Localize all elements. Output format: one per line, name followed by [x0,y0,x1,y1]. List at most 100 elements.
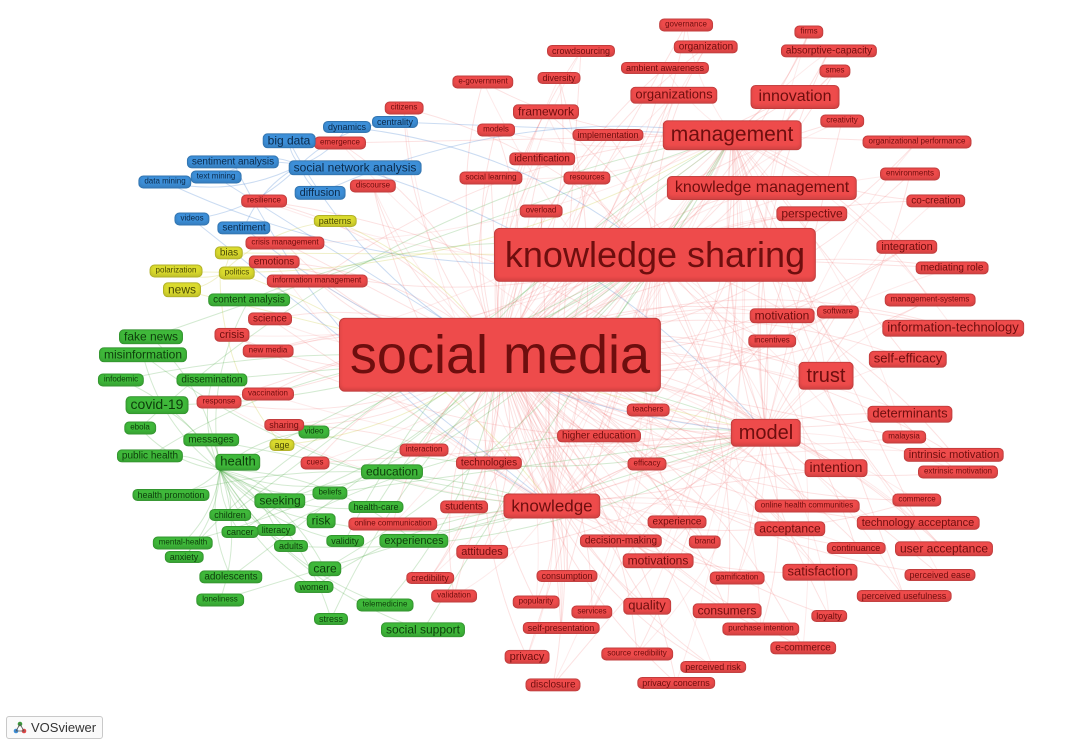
term-node[interactable]: popularity [512,595,560,609]
term-node[interactable]: health-care [348,500,404,514]
term-node[interactable]: efficacy [627,457,667,471]
term-node[interactable]: video [298,425,330,439]
term-node[interactable]: purchase intention [722,622,800,636]
term-node[interactable]: students [440,500,488,514]
term-node[interactable]: dissemination [176,373,248,387]
term-node[interactable]: gamification [709,571,765,585]
term-node[interactable]: mental-health [152,536,214,550]
term-node[interactable]: framework [512,104,580,120]
term-node[interactable]: text mining [190,170,242,184]
term-node[interactable]: perspective [776,206,848,222]
term-node[interactable]: ebola [124,421,156,435]
term-node[interactable]: management-systems [884,293,976,307]
term-node[interactable]: information management [266,274,368,288]
term-node[interactable]: privacy [504,649,550,665]
term-node[interactable]: sharing [264,418,304,432]
term-node[interactable]: higher education [557,429,641,443]
term-node[interactable]: experiences [379,533,449,549]
term-node[interactable]: integration [876,239,938,255]
term-node[interactable]: perceived risk [680,660,746,674]
term-node[interactable]: covid-19 [125,396,189,414]
term-node[interactable]: resilience [241,194,287,208]
term-node[interactable]: technologies [455,456,523,470]
term-node[interactable]: trust [798,361,854,391]
term-node[interactable]: emergence [313,136,367,150]
term-node[interactable]: health [215,453,261,471]
term-node[interactable]: self-presentation [522,621,600,635]
term-node[interactable]: consumption [536,569,598,583]
term-node[interactable]: firms [794,25,824,39]
term-node[interactable]: adolescents [199,570,263,584]
term-node[interactable]: validation [431,589,477,603]
term-node[interactable]: motivation [749,308,815,324]
term-node[interactable]: environments [879,167,941,181]
term-node[interactable]: quality [623,597,671,615]
term-node[interactable]: organizations [630,86,718,104]
term-node[interactable]: big data [262,133,316,149]
term-node[interactable]: satisfaction [782,563,858,581]
term-node[interactable]: incentives [748,334,796,348]
term-node[interactable]: knowledge management [666,176,858,200]
term-node[interactable]: sentiment [217,221,271,235]
term-node[interactable]: disclosure [525,678,581,692]
term-node[interactable]: e-commerce [770,641,836,655]
term-node[interactable]: videos [174,212,210,226]
term-node[interactable]: citizens [384,101,424,115]
term-node[interactable]: bias [214,246,244,260]
term-node[interactable]: knowledge sharing [493,227,817,283]
term-node[interactable]: organization [673,40,739,54]
term-node[interactable]: seeking [254,493,306,509]
term-node[interactable]: loneliness [196,593,244,607]
term-node[interactable]: telemedicine [356,598,414,612]
term-node[interactable]: experience [647,515,707,529]
term-node[interactable]: services [571,605,613,619]
term-node[interactable]: software [816,305,860,319]
term-node[interactable]: knowledge [503,493,601,519]
term-node[interactable]: misinformation [98,347,188,363]
term-node[interactable]: diffusion [294,185,346,201]
term-node[interactable]: technology acceptance [856,515,980,531]
term-node[interactable]: children [209,508,251,522]
term-node[interactable]: smes [819,64,851,78]
term-node[interactable]: women [294,580,334,594]
term-node[interactable]: management [662,120,802,150]
term-node[interactable]: mediating role [915,261,989,275]
term-node[interactable]: online health communities [754,499,860,513]
term-node[interactable]: dynamics [322,120,372,134]
term-node[interactable]: organizational performance [862,135,972,149]
term-node[interactable]: motivations [622,553,694,569]
term-node[interactable]: social support [380,622,466,638]
term-node[interactable]: care [308,561,342,577]
term-node[interactable]: crowdsourcing [546,44,616,58]
term-node[interactable]: models [477,123,515,137]
term-node[interactable]: literacy [256,523,296,537]
term-node[interactable]: adults [273,539,309,553]
term-node[interactable]: messages [183,433,239,447]
term-node[interactable]: brand [688,535,722,549]
term-node[interactable]: malaysia [882,430,926,444]
term-node[interactable]: co-creation [906,194,966,208]
term-node[interactable]: stress [313,612,349,626]
term-node[interactable]: risk [306,513,336,529]
term-node[interactable]: science [248,312,292,326]
term-node[interactable]: information-technology [882,319,1024,337]
term-node[interactable]: age [269,438,295,452]
term-node[interactable]: interaction [399,443,449,457]
term-node[interactable]: commerce [892,493,942,507]
term-node[interactable]: crisis [214,327,250,343]
term-node[interactable]: content analysis [208,293,290,307]
term-node[interactable]: crisis management [245,236,325,250]
term-node[interactable]: user acceptance [894,541,994,557]
term-node[interactable]: infodemic [97,373,145,387]
term-node[interactable]: determinants [867,405,953,423]
term-node[interactable]: centrality [371,115,419,129]
term-node[interactable]: e-government [452,75,514,89]
term-node[interactable]: social learning [459,171,523,185]
term-node[interactable]: politics [218,266,256,280]
term-node[interactable]: acceptance [754,521,826,537]
term-node[interactable]: ambient awareness [620,61,710,75]
term-node[interactable]: creativity [820,114,864,128]
term-node[interactable]: consumers [692,603,762,619]
term-node[interactable]: attitudes [456,544,508,560]
term-node[interactable]: intention [804,459,868,477]
